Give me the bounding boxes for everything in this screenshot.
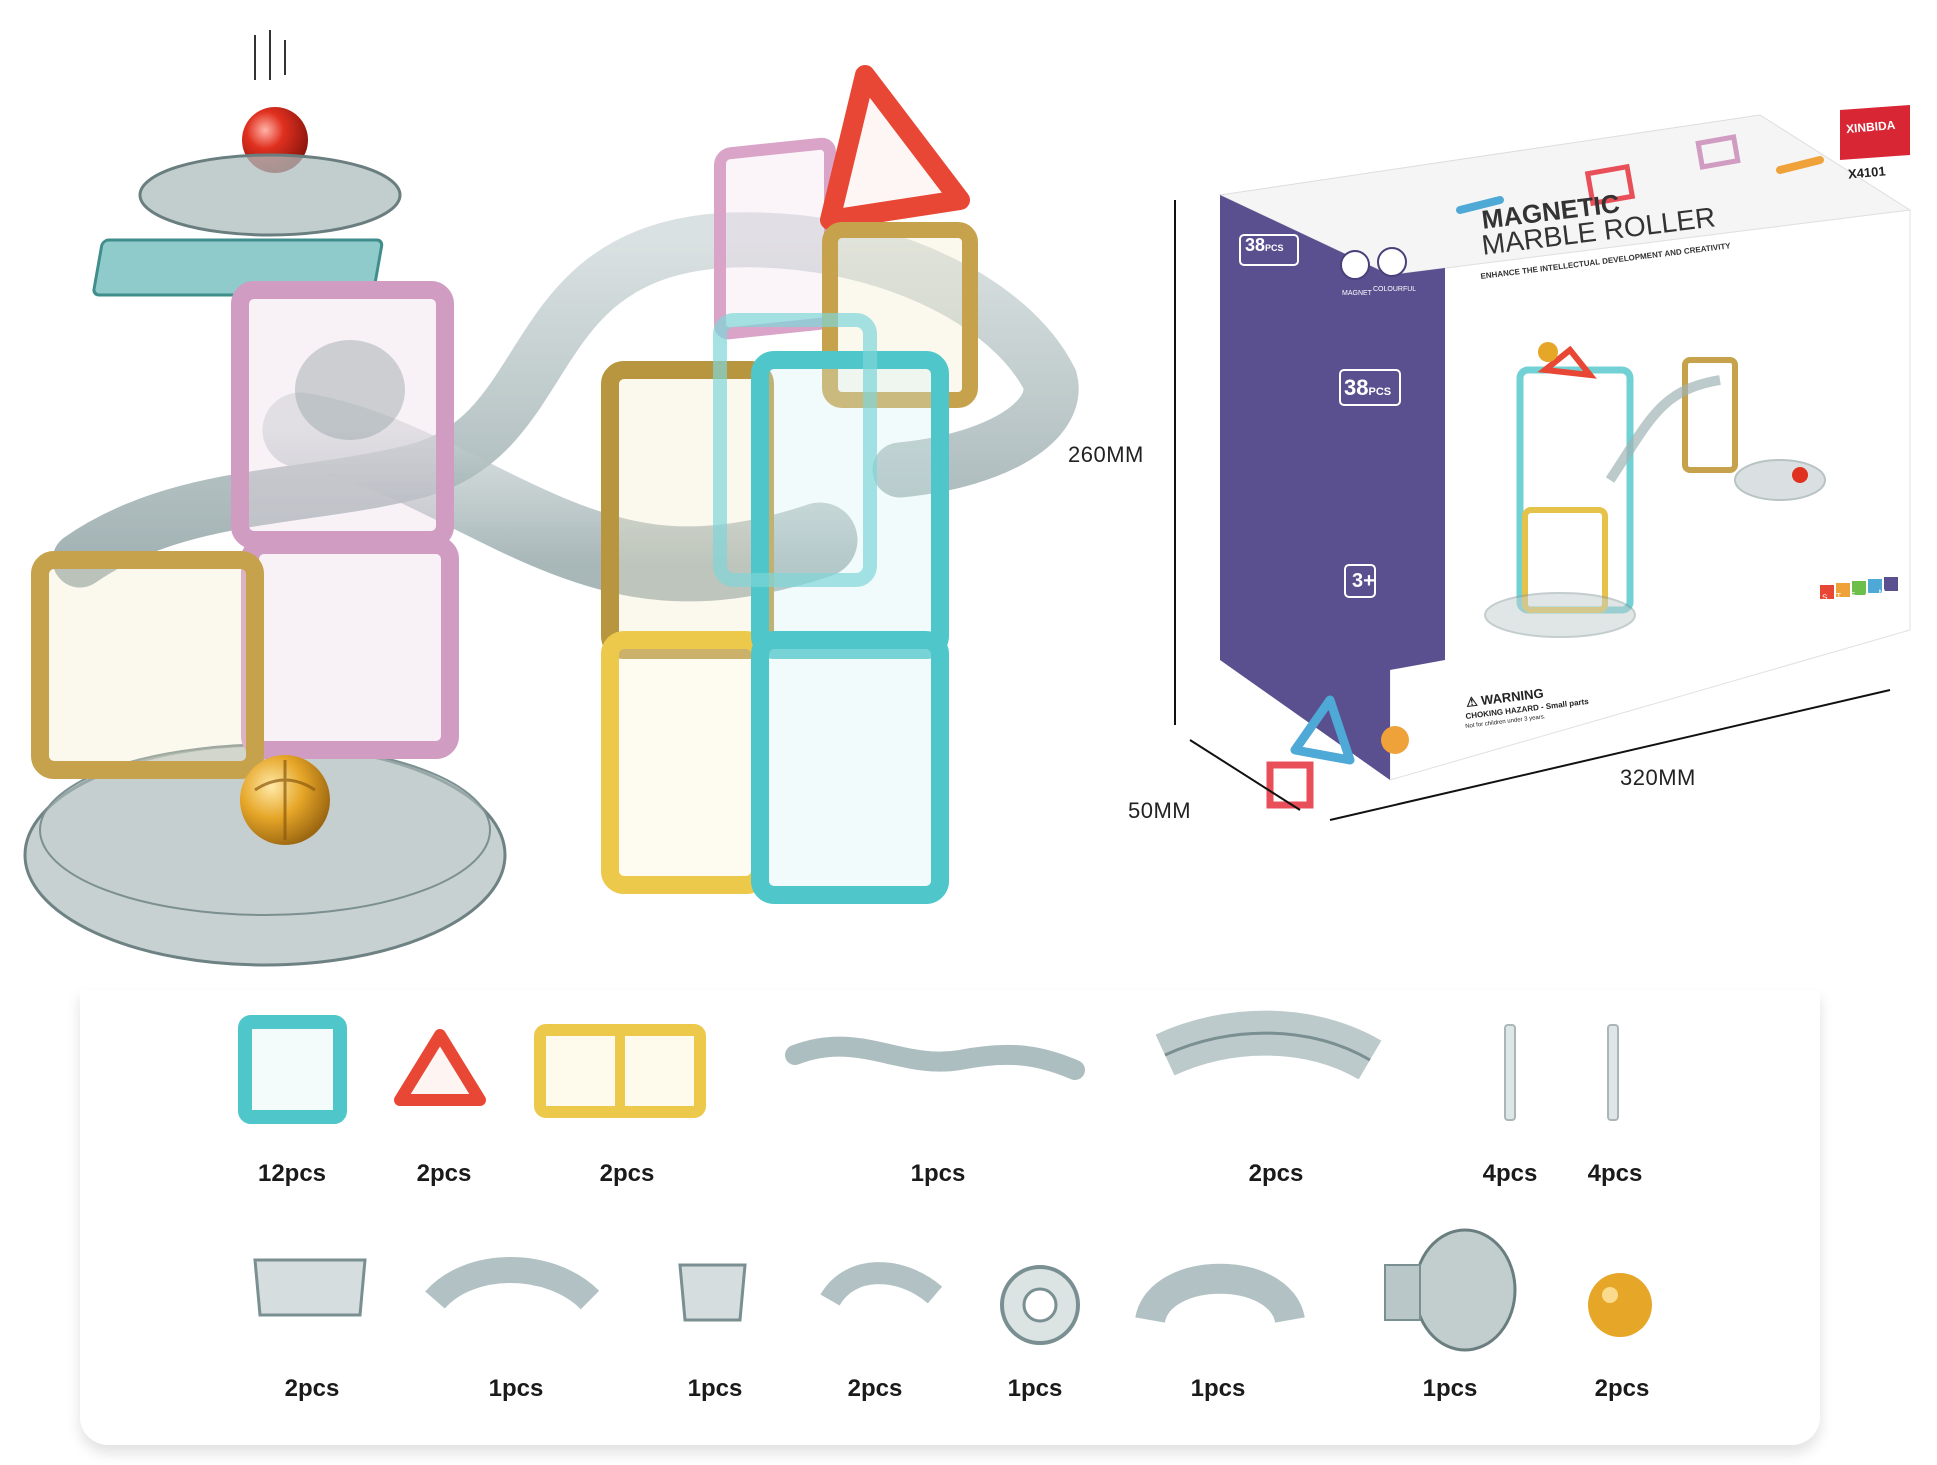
count-arc-chute: 1pcs — [488, 1375, 544, 1402]
depth-label: 50MM — [1128, 798, 1192, 823]
product-box-illustration — [1218, 105, 1912, 809]
count-marble: 2pcs — [1594, 1375, 1650, 1402]
count-connector-chute: 1pcs — [687, 1375, 743, 1402]
red-triangle-tile — [820, 65, 970, 230]
count-short-rod: 4pcs — [1482, 1160, 1538, 1187]
marble-icon — [1588, 1273, 1652, 1337]
triangle-tile-icon — [394, 1029, 486, 1106]
u-turn-chute-icon — [1135, 1263, 1305, 1325]
top-funnel — [138, 153, 402, 237]
gold-tile-middle — [601, 361, 774, 659]
funnel-plate-icon — [1413, 1228, 1517, 1352]
square-tile-icon — [238, 1015, 347, 1124]
count-triangle-tile: 2pcs — [416, 1160, 472, 1187]
motion-lines — [254, 30, 286, 80]
parts-row1-illustrations — [238, 1010, 1619, 1124]
count-straight-chute: 2pcs — [284, 1375, 340, 1402]
width-label: 320MM — [1620, 765, 1696, 790]
assembled-marble-run-illustration — [23, 30, 1079, 967]
short-rod-icon — [1504, 1024, 1516, 1121]
straight-chute-icon — [253, 1258, 367, 1317]
box-age: 3+ — [1352, 570, 1375, 592]
parts-row2-illustrations — [253, 1228, 1652, 1352]
count-wave-track: 1pcs — [910, 1160, 966, 1187]
gold-tile-left — [31, 551, 264, 779]
corner-chute-icon — [820, 1262, 943, 1307]
count-curved-track: 2pcs — [1248, 1160, 1304, 1187]
s-curve-track — [52, 212, 1079, 588]
long-rod-icon — [1607, 1024, 1619, 1121]
arc-chute-icon — [425, 1257, 600, 1310]
pink-tile-top — [714, 137, 836, 340]
count-funnel-plate: 1pcs — [1422, 1375, 1478, 1402]
count-corner-chute: 2pcs — [847, 1375, 903, 1402]
count-u-turn-chute: 1pcs — [1190, 1375, 1246, 1402]
count-square-tile: 12pcs — [257, 1160, 327, 1187]
wave-track-icon — [785, 1036, 1085, 1080]
pink-tile-lower — [241, 536, 459, 759]
box-pieces-badge-top: 38PCS — [1245, 235, 1284, 255]
box-pieces-badge-mid: 38PCS — [1344, 375, 1392, 400]
dimension-lines — [1174, 200, 1891, 821]
teal-tile-lower — [751, 631, 949, 904]
count-double-rectangle: 2pcs — [599, 1160, 655, 1187]
box-feature-colourful: COLOURFUL — [1373, 286, 1417, 293]
yellow-tile-lower — [601, 631, 769, 894]
height-label: 260MM — [1068, 442, 1144, 467]
teal-tile-upper — [751, 351, 949, 659]
count-ring-piece: 1pcs — [1007, 1375, 1063, 1402]
connector-chute-icon — [678, 1263, 747, 1322]
box-feature-magnet: MAGNET — [1342, 290, 1372, 297]
count-long-rod: 4pcs — [1587, 1160, 1643, 1187]
